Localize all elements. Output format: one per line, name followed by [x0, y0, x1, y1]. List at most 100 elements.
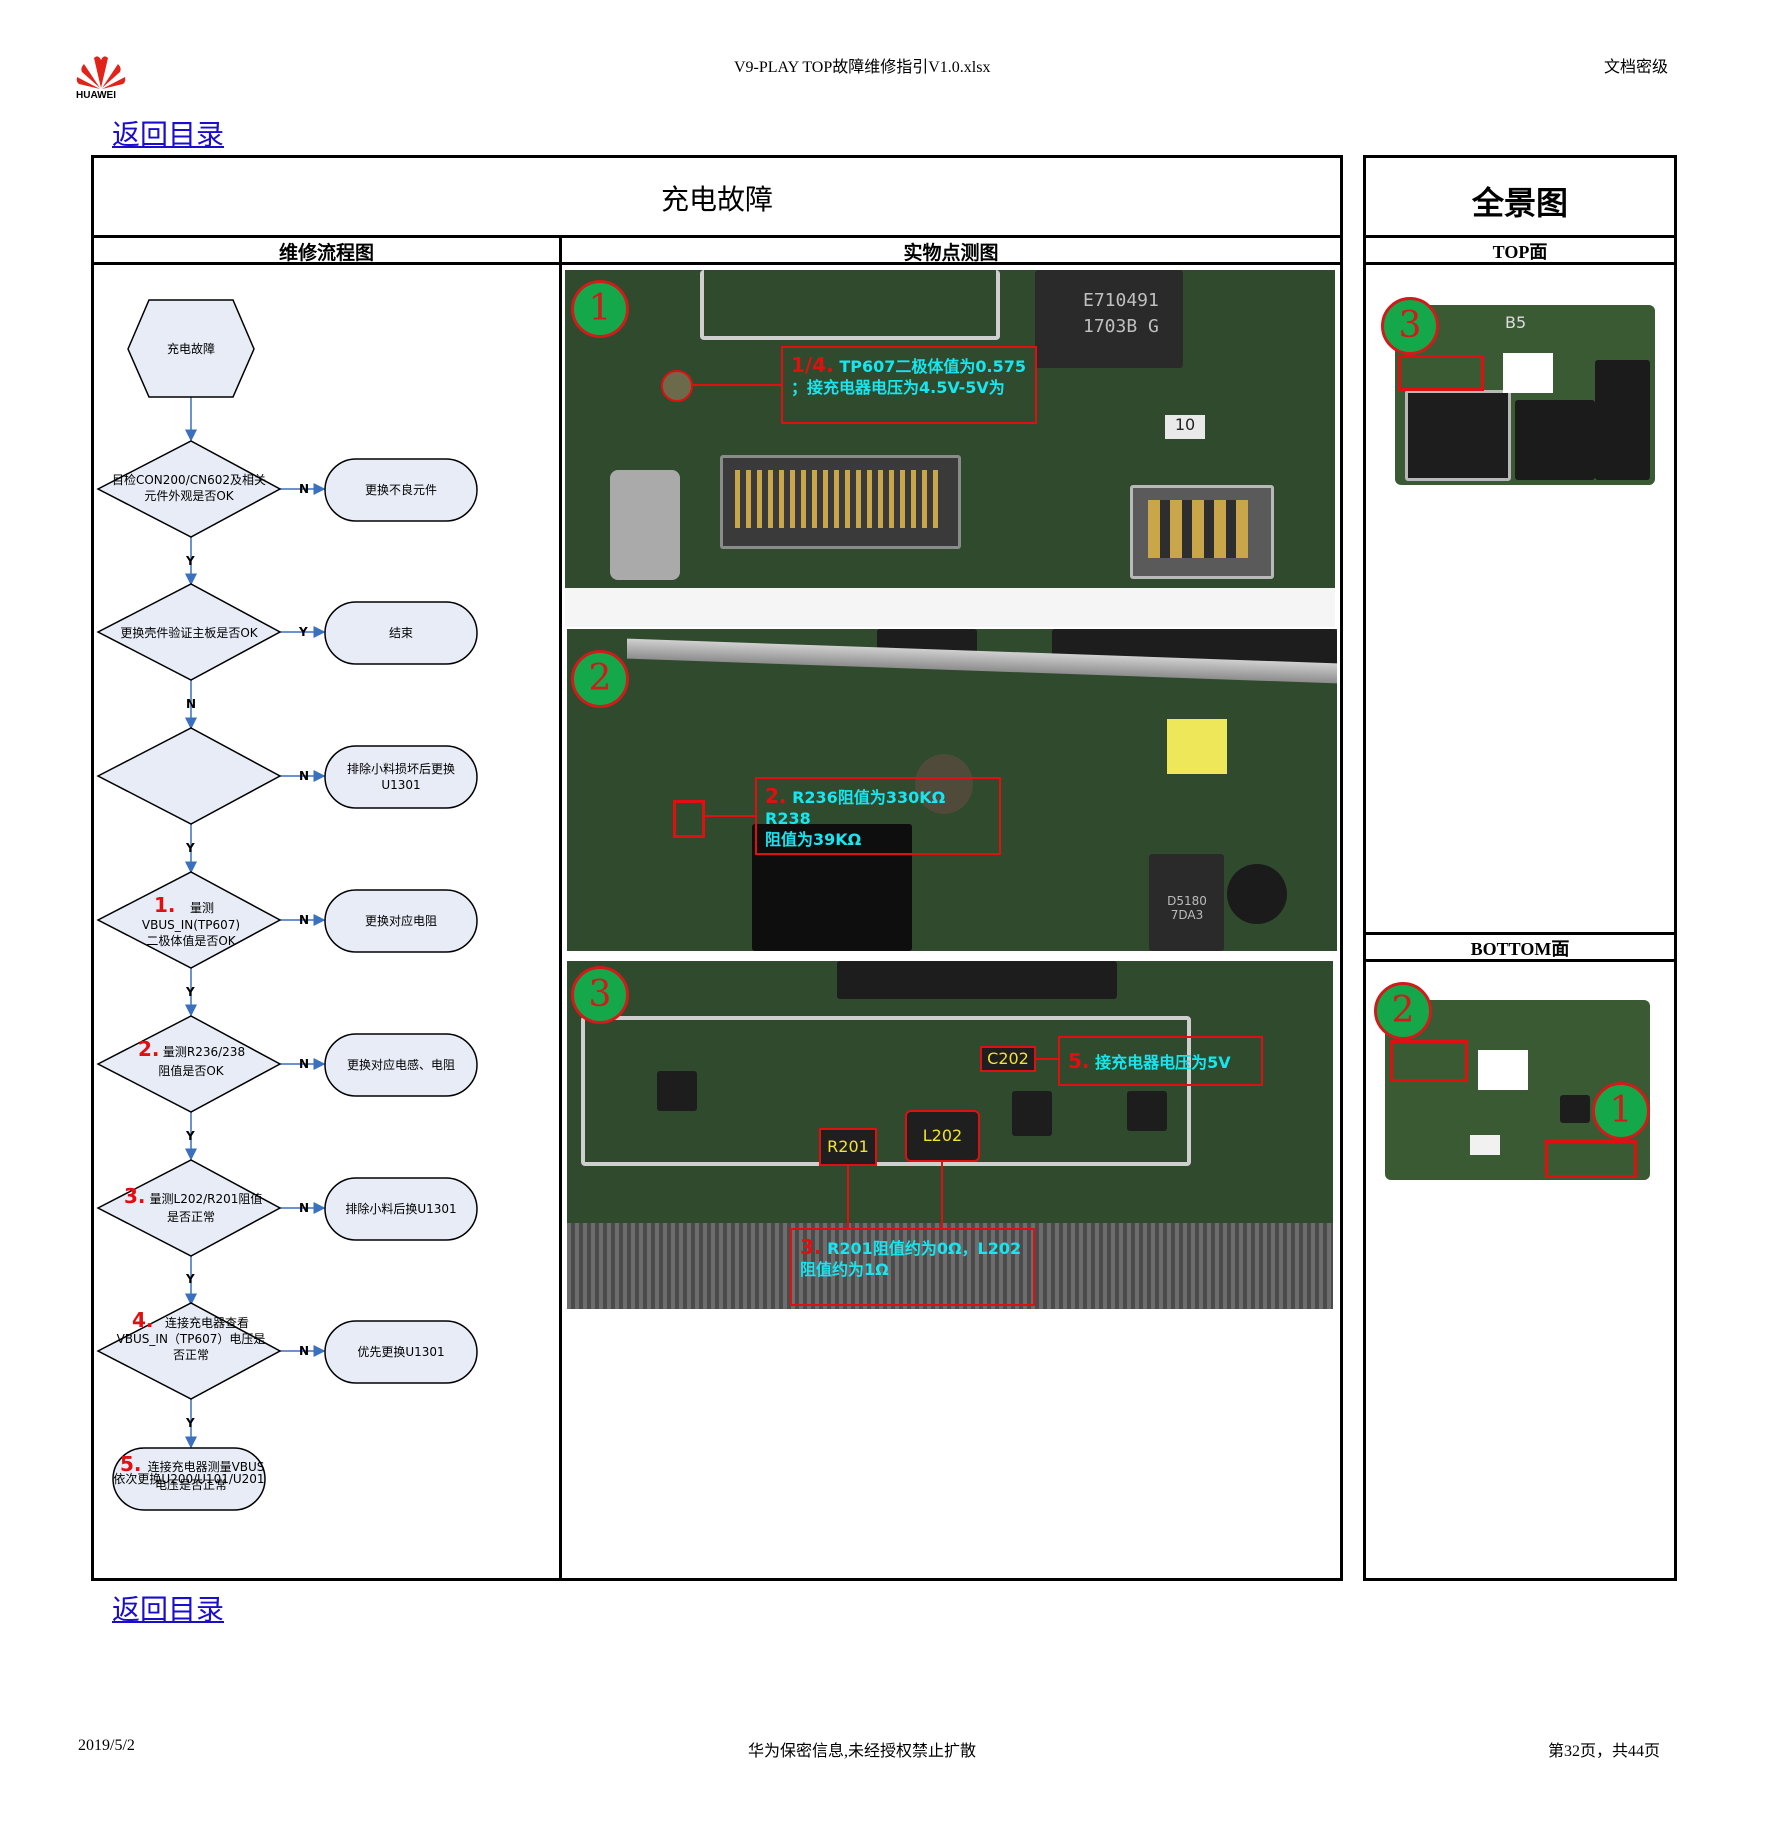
pano-header-divider: [1363, 262, 1677, 265]
panorama-title: 全景图: [1471, 184, 1568, 222]
file-name: V9-PLAY TOP故障维修指引V1.0.xlsx: [734, 59, 991, 76]
header-row-divider: [91, 262, 1343, 265]
photo-3-marker: 3: [571, 966, 629, 1024]
pcb-photo-3: [567, 961, 1333, 1309]
pcb-photo-1: E710491 1703B G 10: [565, 270, 1335, 627]
act3-line1: 排除小料损坏后更换: [347, 761, 455, 776]
board-edge: [565, 588, 1335, 627]
shield-frame: [581, 1016, 1191, 1166]
c202-leader: [1036, 1058, 1058, 1060]
pano-bottom-label: BOTTOM面: [1470, 939, 1570, 959]
flow-decision-3: [96, 727, 282, 825]
pano-top-mark: B5: [1505, 313, 1527, 332]
no-label-1: N: [299, 482, 309, 496]
pano-top-shield-left: [1405, 390, 1511, 481]
pano-bottom-marker-1: 1: [1592, 1082, 1650, 1140]
l202-leader: [941, 1162, 943, 1230]
pano-bottom-region-1: [1545, 1140, 1637, 1178]
huawei-logo-icon: [76, 56, 126, 89]
annot-2-line2: 阻值为39KΩ: [765, 829, 862, 849]
r201-leader: [847, 1166, 849, 1230]
act7-label: 优先更换U1301: [357, 1345, 444, 1359]
panorama-table: [1363, 155, 1677, 1581]
act5-label: 更换对应电感、电阻: [347, 1057, 455, 1072]
annotation-r236: 2. R236阻值为330KΩ R238 阻值为39KΩ: [755, 777, 1001, 855]
annot-3-line2: 阻值约为1Ω: [800, 1260, 889, 1279]
flow-action-7: [324, 1320, 478, 1384]
yes-label-6: Y: [185, 1272, 195, 1286]
c202-label: C202: [980, 1046, 1036, 1072]
annot-1-line1: TP607二极体值为0.575: [839, 357, 1026, 376]
pcb-chip-right: [1012, 1091, 1052, 1136]
step6-line3: 否正常: [173, 1348, 209, 1362]
flow-decision-5: [96, 1015, 282, 1113]
step4-line1: 量测R236/238: [163, 1045, 245, 1059]
step1-line1: 目检CON200/CN602及相关: [112, 472, 266, 487]
flow-action-6: [324, 1177, 478, 1241]
flow-action-5: [324, 1033, 478, 1097]
gold-pad: [1167, 719, 1227, 774]
step7-line2: 电压是否正常: [155, 1478, 227, 1492]
no-label-6: N: [299, 1201, 309, 1215]
yes-label-4: Y: [185, 985, 195, 999]
pad-label: 10: [1165, 415, 1205, 439]
pano-top-shield-right: [1595, 360, 1650, 480]
pcb-chip-d5180: [1149, 854, 1224, 951]
act6-label: 排除小料后换U1301: [345, 1201, 456, 1216]
tp607-leader: [693, 384, 781, 386]
shield-trace: [700, 270, 1000, 340]
r201-label: R201: [819, 1128, 877, 1166]
column-divider: [559, 235, 562, 1581]
step7-number: 5.: [120, 1452, 142, 1476]
footer-notice: 华为保密信息,未经授权禁止扩散: [748, 1743, 977, 1760]
flow-action-4: [324, 889, 478, 953]
step7-line1: 连接充电器测量VBUS: [148, 1459, 265, 1474]
pcb-inductor: [915, 754, 973, 814]
yes-label-1: Y: [185, 554, 195, 568]
step4-line2: 阻值是否OK: [158, 1063, 224, 1078]
act4-label: 更换对应电阻: [365, 913, 437, 928]
annot-5-text: 接充电器电压为5V: [1095, 1053, 1231, 1072]
annot-3-line1: R201阻值约为0Ω，L202: [827, 1239, 1022, 1258]
annot-2-number: 2.: [765, 784, 787, 808]
flow-decision-6: [96, 1159, 282, 1257]
pano-top-board: B5: [1395, 305, 1655, 485]
photo-1-marker: 1: [571, 280, 629, 338]
pano-mid-divider: [1363, 932, 1677, 935]
annot-1-line2: ；接充电器电压为4.5V-5V为: [791, 378, 1005, 397]
pano-mid-divider-2: [1363, 959, 1677, 962]
back-to-toc-link-top[interactable]: 返回目录: [112, 118, 225, 151]
metal-shield-bottom: [567, 1223, 1333, 1309]
battery-pins: [1148, 500, 1248, 558]
act1-label: 更换不良元件: [365, 482, 437, 497]
pano-top-cutout: [1503, 353, 1553, 393]
pano-bottom-cutout: [1478, 1050, 1528, 1090]
flow-column-header: 维修流程图: [278, 242, 374, 264]
pano-top-marker: 3: [1381, 297, 1439, 355]
footer-page: 第32页，共44页: [1548, 1743, 1661, 1760]
step3-line3: 二极体值是否OK: [146, 933, 236, 948]
no-label-7: N: [299, 1344, 309, 1358]
no-label-5: N: [299, 1057, 309, 1071]
flow-decision-1: [96, 440, 282, 538]
step2-label: 更换壳件验证主板是否OK: [120, 625, 258, 640]
step3-number: 1.: [154, 893, 176, 917]
title-row-divider: [91, 235, 1343, 238]
pano-title-divider: [1363, 235, 1677, 238]
footer-date: 2019/5/2: [78, 1737, 135, 1754]
yes-label-7: Y: [185, 1416, 195, 1430]
back-to-toc-link-bottom[interactable]: 返回目录: [112, 1593, 225, 1626]
chip-d5180-text: D5180 7DA3: [1167, 894, 1207, 922]
chip-marking-1: E710491: [1083, 290, 1159, 311]
photo-2-marker: 2: [571, 650, 629, 708]
l202-label: L202: [905, 1110, 980, 1162]
annotation-c202: 5. 接充电器电压为5V: [1058, 1036, 1263, 1086]
pano-bottom-sticker: [1470, 1135, 1500, 1155]
pano-bottom-region-2: [1390, 1040, 1468, 1082]
pcb-round-component: [1227, 864, 1287, 924]
metal-clip: [610, 470, 680, 580]
r236-leader: [705, 815, 755, 817]
flow-decision-2: [96, 583, 282, 681]
annot-1-number: 1/4.: [791, 353, 834, 377]
no-label-3: N: [299, 769, 309, 783]
